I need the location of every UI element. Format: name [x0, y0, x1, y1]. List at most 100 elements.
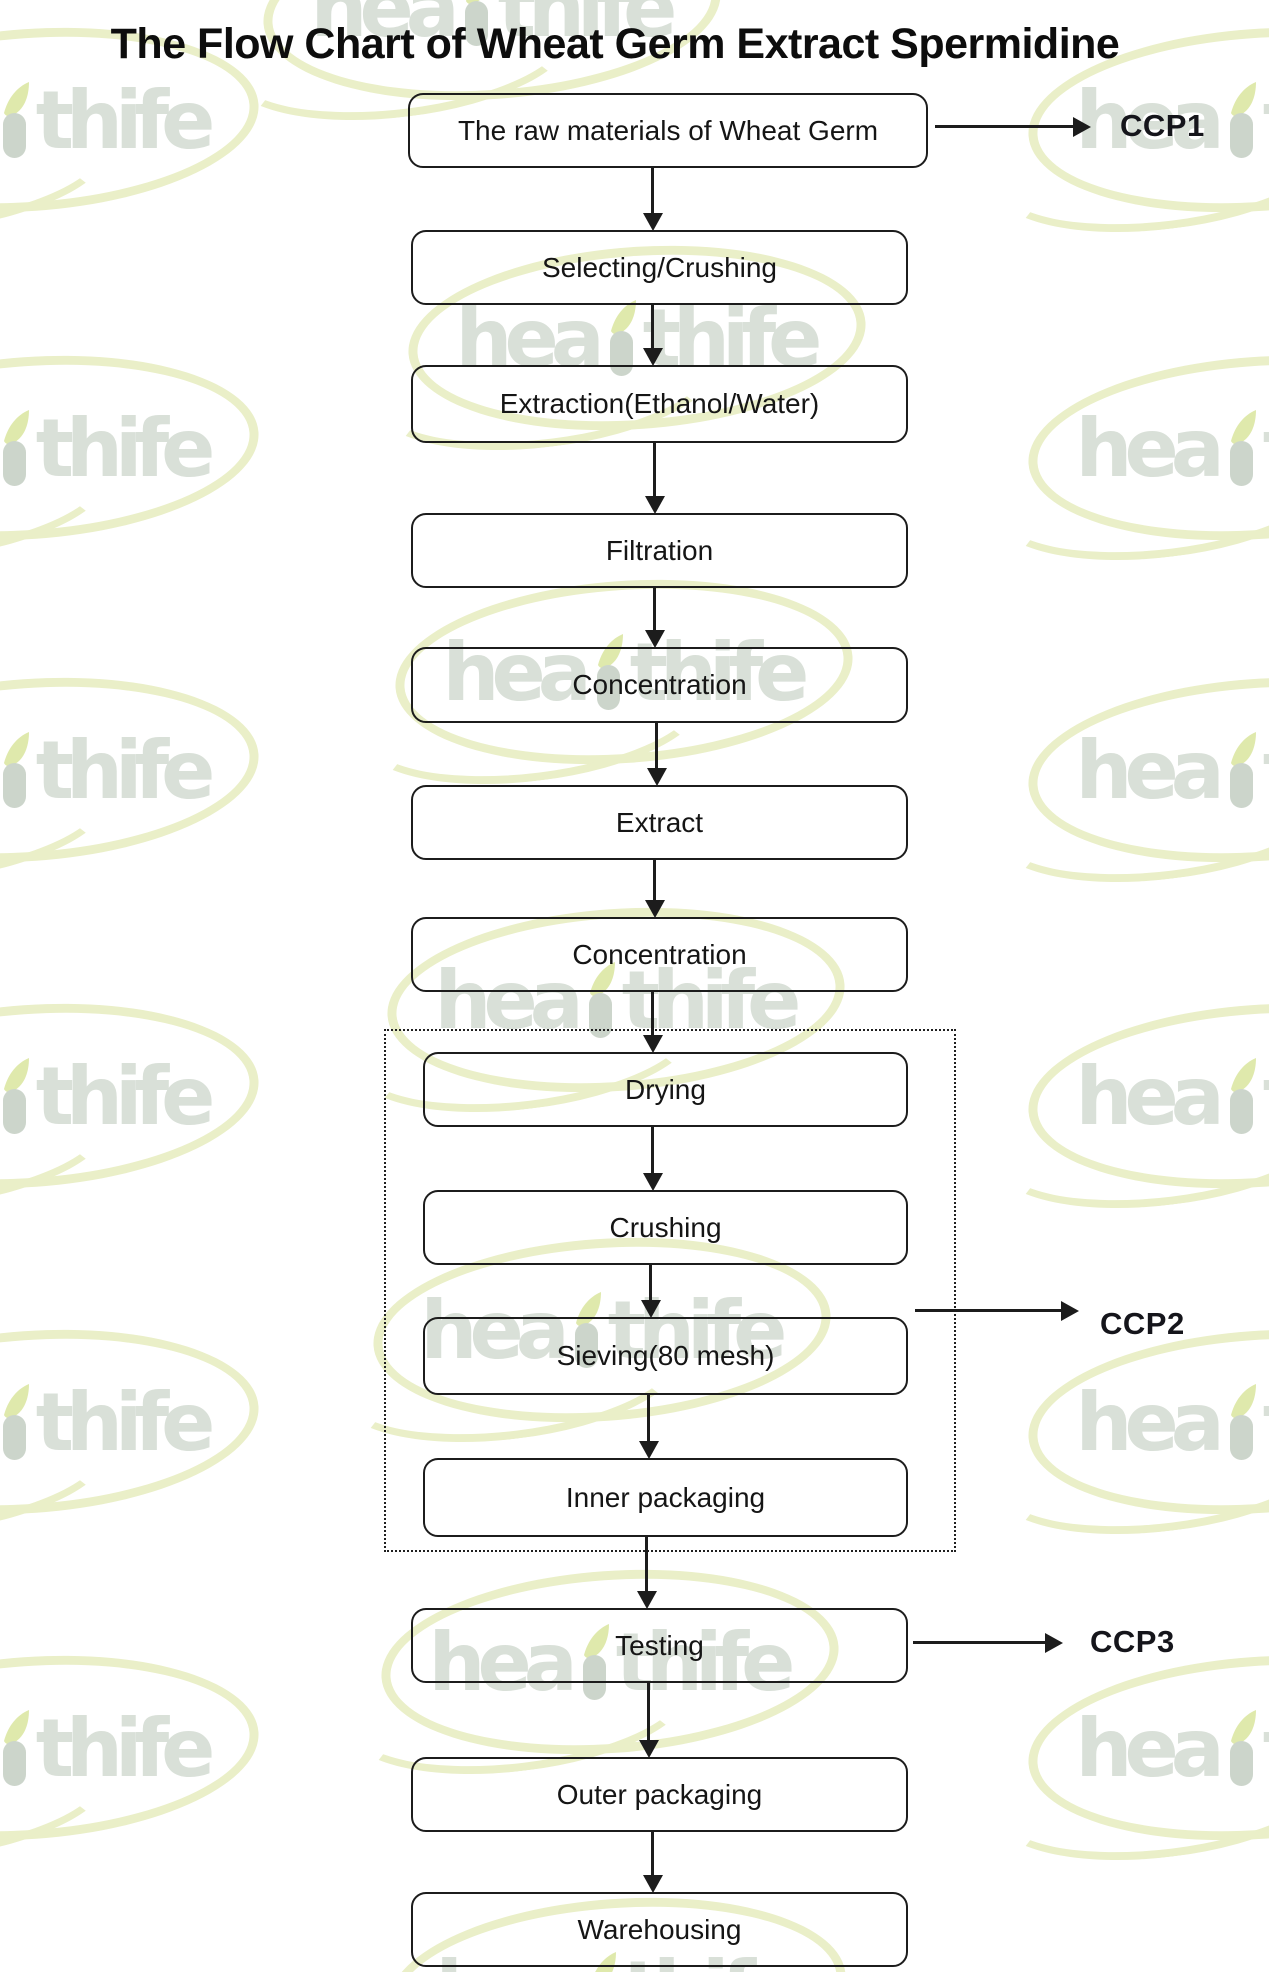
watermark-ellipse — [0, 1315, 265, 1529]
leaf-icon — [2, 1384, 29, 1460]
flow-step-label: Inner packaging — [565, 1481, 766, 1513]
arrow-down-icon — [655, 723, 658, 769]
watermark-text-left: hea — [1075, 723, 1225, 817]
leaf-icon — [2, 1710, 29, 1786]
ccp1-label: CCP1 — [1120, 108, 1205, 143]
watermark-swoosh — [985, 732, 1269, 900]
flow-step-warehousing: Warehousing — [411, 1892, 908, 1967]
flow-step-label: Filtration — [605, 534, 714, 566]
leaf-icon — [1229, 82, 1256, 158]
flow-step-concentration-1: Concentration — [411, 647, 908, 723]
arrow-down-icon — [653, 443, 656, 497]
leaf-icon — [2, 410, 29, 486]
arrow-down-icon — [651, 1127, 654, 1174]
flow-step-crushing: Crushing — [423, 1190, 908, 1265]
flow-step-extract: Extract — [411, 785, 908, 860]
flow-step-label: Extract — [615, 806, 704, 838]
ccp1-arrow-icon — [935, 125, 1074, 128]
watermark-text-right: thife — [35, 723, 216, 817]
arrow-down-icon — [653, 860, 656, 901]
watermark-text-left: hea — [1075, 401, 1225, 495]
ccp2-label: CCP2 — [1100, 1306, 1185, 1341]
arrow-down-icon — [651, 168, 654, 214]
leaf-icon — [2, 82, 29, 158]
watermark-text: hea thife — [1076, 1702, 1269, 1795]
flow-step-label: Drying — [625, 1073, 706, 1105]
flow-step-drying: Drying — [423, 1052, 908, 1127]
flow-step-label: Sieving(80 mesh) — [556, 1340, 775, 1371]
flow-step-filtration: Filtration — [411, 513, 908, 588]
arrow-down-icon — [653, 588, 656, 631]
watermark-swoosh — [985, 410, 1269, 578]
watermark-ellipse — [1022, 989, 1269, 1203]
watermark-text-right: thife — [1263, 1376, 1269, 1469]
watermark-text-right: thife — [35, 1049, 216, 1143]
flow-step-raw-materials: The raw materials of Wheat Germ — [408, 93, 928, 168]
watermark-ellipse — [0, 663, 265, 877]
watermark-text-left: hea — [1075, 1701, 1225, 1795]
flow-step-inner-packaging: Inner packaging — [423, 1458, 908, 1537]
watermark-text-right: thife — [35, 1701, 216, 1795]
flow-step-outer-packaging: Outer packaging — [411, 1757, 908, 1832]
watermark-swoosh — [0, 82, 118, 250]
leaf-icon — [1229, 732, 1256, 808]
flow-step-concentration-2: Concentration — [411, 917, 908, 992]
flow-step-label: Testing — [615, 1629, 704, 1661]
flow-step-label: Crushing — [609, 1211, 722, 1243]
watermark-ellipse — [1022, 1315, 1269, 1529]
watermark-text-left: hea — [1075, 1049, 1225, 1143]
watermark-swoosh — [985, 1384, 1269, 1552]
leaf-icon — [1229, 410, 1256, 486]
watermark-ellipse — [0, 341, 265, 555]
flow-step-label: The raw materials of Wheat Germ — [457, 114, 879, 146]
watermark-text-right: thife — [35, 73, 216, 167]
leaf-icon — [1229, 1058, 1256, 1134]
flow-step-testing: Testing — [411, 1608, 908, 1683]
watermark-swoosh — [0, 1710, 118, 1878]
watermark-swoosh — [0, 1058, 118, 1226]
leaf-icon — [1229, 1384, 1256, 1460]
arrow-down-icon — [651, 992, 654, 1036]
watermark-ellipse — [0, 1641, 265, 1855]
page-title: The Flow Chart of Wheat Germ Extract Spe… — [110, 20, 1120, 68]
arrow-down-icon — [645, 1537, 648, 1592]
watermark-ellipse — [1022, 1641, 1269, 1855]
arrow-down-icon — [651, 305, 654, 349]
watermark-text-right: thife — [1263, 1050, 1269, 1143]
leaf-icon — [1229, 1710, 1256, 1786]
watermark-text-right: thife — [35, 1375, 216, 1469]
watermark-text-right: thife — [35, 401, 216, 495]
arrow-down-icon — [647, 1395, 650, 1442]
ccp3-arrow-icon — [913, 1641, 1046, 1644]
flow-step-label: Outer packaging — [556, 1778, 763, 1810]
arrow-down-icon — [647, 1683, 650, 1741]
flow-step-label: Concentration — [572, 669, 747, 700]
flow-step-label: Concentration — [572, 938, 747, 970]
ccp2-dotted-zone — [384, 1029, 956, 1552]
watermark-logo: hea thife — [985, 989, 1269, 1226]
watermark-text: hea thife — [1076, 1050, 1269, 1143]
watermark-text-right: thife — [1263, 1702, 1269, 1795]
watermark-ellipse — [1022, 663, 1269, 877]
flow-step-label: Warehousing — [577, 1913, 742, 1945]
arrow-down-icon — [651, 1832, 654, 1876]
leaf-icon — [2, 1058, 29, 1134]
watermark-swoosh — [985, 1058, 1269, 1226]
flow-step-sieving: Sieving(80 mesh) — [423, 1317, 908, 1395]
